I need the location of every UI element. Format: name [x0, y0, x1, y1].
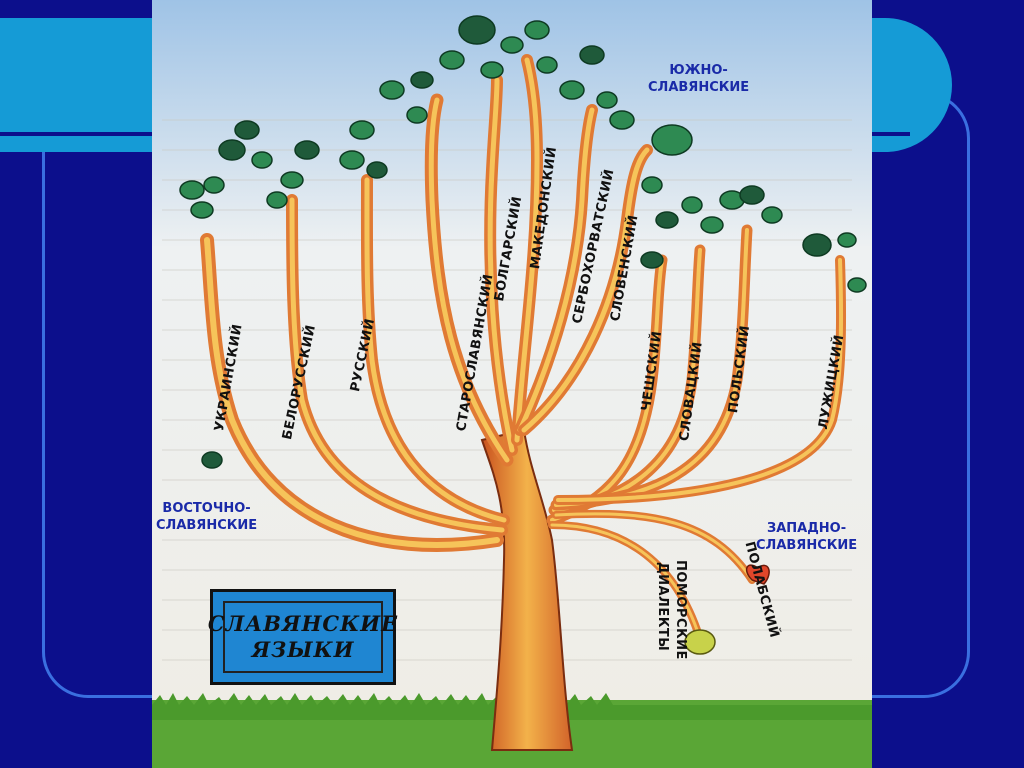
group-east-line1: ВОСТОЧНО- [156, 500, 257, 517]
pomeranian-leaf [685, 630, 715, 654]
title-box-inner: СЛАВЯНСКИЕ ЯЗЫКИ [223, 601, 383, 673]
group-south-slavic: ЮЖНО- СЛАВЯНСКИЕ [648, 62, 749, 96]
group-east-line2: СЛАВЯНСКИЕ [156, 517, 257, 534]
group-west-line1: ЗАПАДНО- [756, 520, 857, 537]
slavic-languages-tree-picture: УКРАИНСКИЙ БЕЛОРУССКИЙ РУССКИЙ СТАРОСЛАВ… [152, 0, 872, 768]
group-south-line2: СЛАВЯНСКИЕ [648, 79, 749, 96]
title-line2: ЯЗЫКИ [252, 637, 355, 663]
group-west-slavic: ЗАПАДНО- СЛАВЯНСКИЕ [756, 520, 857, 554]
title-line1: СЛАВЯНСКИЕ [208, 611, 398, 637]
group-east-slavic: ВОСТОЧНО- СЛАВЯНСКИЕ [156, 500, 257, 534]
group-west-line2: СЛАВЯНСКИЕ [756, 537, 857, 554]
group-south-line1: ЮЖНО- [648, 62, 749, 79]
label-pomeranian-line1: ПОМОРСКИЕ [673, 560, 688, 660]
title-box: СЛАВЯНСКИЕ ЯЗЫКИ [210, 589, 396, 685]
label-pomeranian-line2: ДИАЛЕКТЫ [655, 562, 670, 651]
